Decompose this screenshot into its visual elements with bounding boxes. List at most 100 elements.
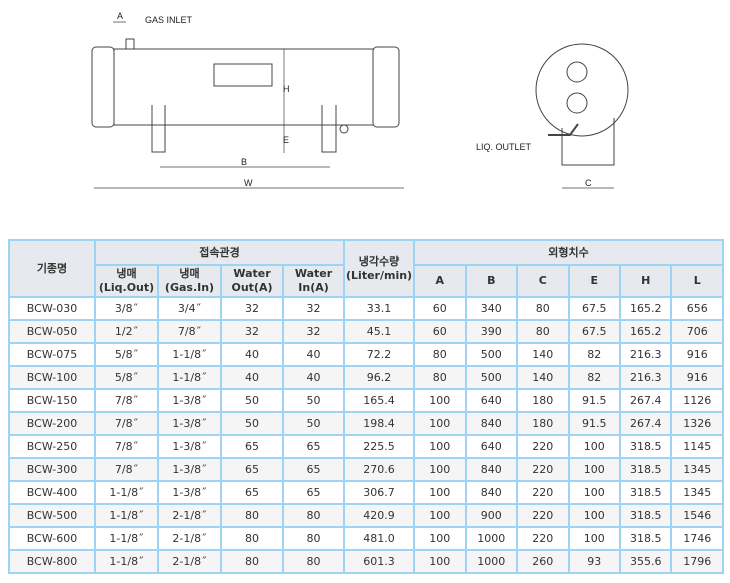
table-cell: 1345 <box>670 457 724 482</box>
table-cell: 93 <box>567 549 621 574</box>
table-cell: 318.5 <box>618 503 673 528</box>
header-dim-c: C <box>516 264 570 298</box>
end-view-port-top <box>566 61 588 83</box>
drawing-labels: A GAS INLET H E B W LIQ. OUTLET C <box>117 11 592 188</box>
table-cell: BCW-300 <box>8 457 96 482</box>
label-liq-outlet: LIQ. OUTLET <box>476 142 532 152</box>
table-cell: 355.6 <box>618 549 673 574</box>
table-cell: 165.2 <box>618 296 673 321</box>
table-cell: 640 <box>464 434 519 459</box>
table-cell: 3/4˝ <box>157 296 222 321</box>
table-cell: 1000 <box>464 526 519 551</box>
label-e: E <box>283 135 289 145</box>
table-cell: 100 <box>567 526 621 551</box>
table-cell: 80 <box>220 549 284 574</box>
table-cell: BCW-500 <box>8 503 96 528</box>
right-leg <box>321 105 337 153</box>
table-cell: 65 <box>220 457 284 482</box>
gas-inlet-pipe <box>125 38 135 50</box>
table-cell: 1-3/8˝ <box>157 411 222 436</box>
table-cell: 220 <box>516 526 570 551</box>
table-cell: 80 <box>281 526 346 551</box>
table-cell: 100 <box>567 434 621 459</box>
table-cell: 3/8˝ <box>94 296 159 321</box>
table-cell: 180 <box>516 411 570 436</box>
table-cell: 32 <box>220 319 284 344</box>
table-cell: BCW-400 <box>8 480 96 505</box>
table-cell: 91.5 <box>567 411 621 436</box>
header-connection-1: 냉매(Gas.In) <box>157 264 222 298</box>
table-cell: BCW-600 <box>8 526 96 551</box>
table-cell: 1-3/8˝ <box>157 457 222 482</box>
table-cell: 80 <box>516 319 570 344</box>
table-cell: 656 <box>670 296 724 321</box>
header-cooling-water: 냉각수량(Liter/min) <box>343 239 416 298</box>
table-cell: 216.3 <box>618 342 673 367</box>
table-cell: 180 <box>516 388 570 413</box>
table-cell: 67.5 <box>567 319 621 344</box>
table-cell: 220 <box>516 480 570 505</box>
table-cell: 220 <box>516 503 570 528</box>
table-cell: 1326 <box>670 411 724 436</box>
table-cell: 916 <box>670 342 724 367</box>
table-cell: 65 <box>220 480 284 505</box>
table-cell: 32 <box>281 296 346 321</box>
table-cell: 1796 <box>670 549 724 574</box>
table-cell: 100 <box>567 503 621 528</box>
liquid-outlet <box>339 124 349 134</box>
header-dim-e: E <box>567 264 621 298</box>
table-cell: 65 <box>220 434 284 459</box>
table-cell: 165.2 <box>618 319 673 344</box>
table-cell: 1126 <box>670 388 724 413</box>
table-cell: 140 <box>516 342 570 367</box>
end-view-stand <box>561 118 615 166</box>
table-cell: 80 <box>281 549 346 574</box>
end-view-flange <box>535 43 629 137</box>
table-cell: 100 <box>413 526 467 551</box>
table-cell: 80 <box>281 503 346 528</box>
table-cell: 267.4 <box>618 411 673 436</box>
header-dim-b: B <box>464 264 519 298</box>
table-cell: 2-1/8˝ <box>157 503 222 528</box>
table-cell: 40 <box>220 365 284 390</box>
label-w: W <box>244 178 253 188</box>
table-cell: 220 <box>516 434 570 459</box>
table-cell: 100 <box>413 411 467 436</box>
table-cell: 318.5 <box>618 457 673 482</box>
table-cell: 270.6 <box>343 457 416 482</box>
table-cell: 60 <box>413 319 467 344</box>
table-cell: 267.4 <box>618 388 673 413</box>
table-cell: 50 <box>281 411 346 436</box>
table-cell: 706 <box>670 319 724 344</box>
table-cell: 140 <box>516 365 570 390</box>
table-cell: 840 <box>464 457 519 482</box>
table-cell: 100 <box>567 457 621 482</box>
table-cell: BCW-150 <box>8 388 96 413</box>
end-view-port-bottom <box>566 92 588 114</box>
table-cell: 1/2˝ <box>94 319 159 344</box>
table-cell: 40 <box>220 342 284 367</box>
table-cell: 45.1 <box>343 319 416 344</box>
table-cell: 1-1/8˝ <box>94 526 159 551</box>
table-cell: 65 <box>281 480 346 505</box>
table-cell: 306.7 <box>343 480 416 505</box>
table-cell: 198.4 <box>343 411 416 436</box>
table-cell: 1546 <box>670 503 724 528</box>
table-cell: 7/8˝ <box>94 457 159 482</box>
label-b: B <box>241 157 247 167</box>
table-cell: 100 <box>413 434 467 459</box>
table-cell: 50 <box>220 388 284 413</box>
table-cell: 165.4 <box>343 388 416 413</box>
table-cell: 33.1 <box>343 296 416 321</box>
table-cell: 481.0 <box>343 526 416 551</box>
